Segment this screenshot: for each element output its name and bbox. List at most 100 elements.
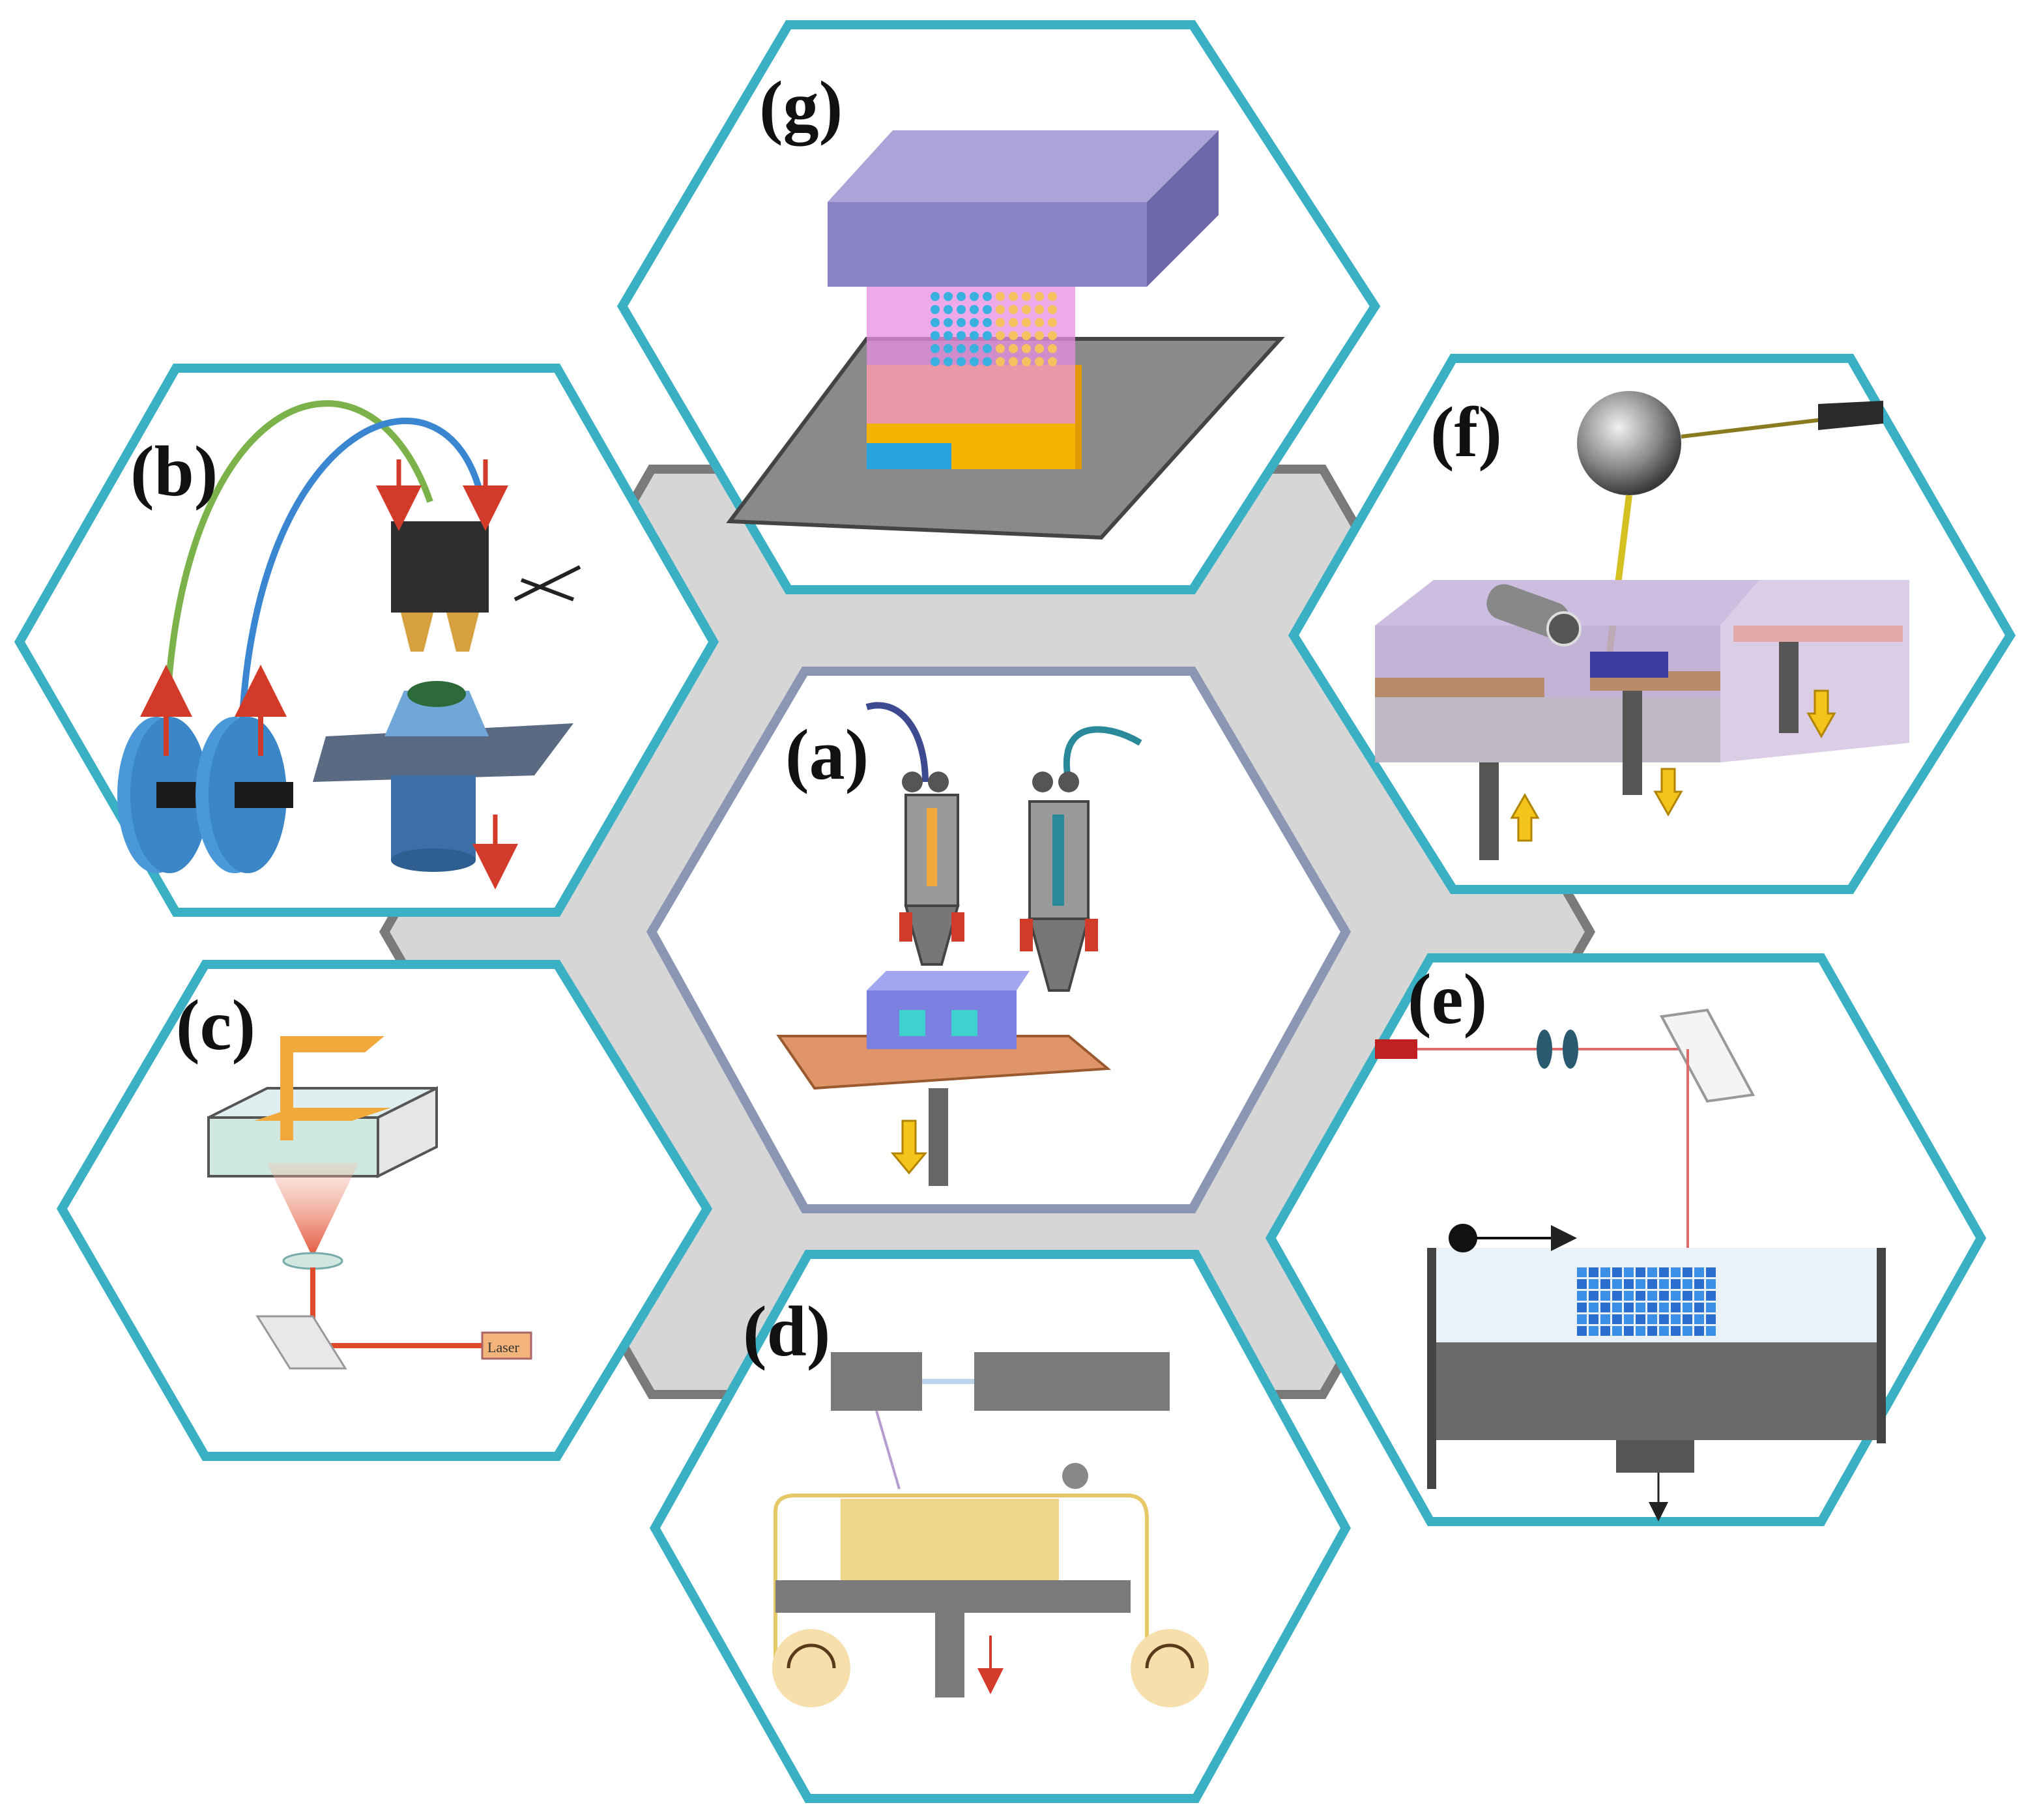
voxel [1683,1279,1692,1289]
voxel [1600,1326,1610,1336]
yellow-arrow-down-2 [1806,689,1836,739]
z-down-arrow [890,1119,928,1175]
voxel [1694,1291,1704,1301]
takeup-roller [1131,1629,1209,1707]
panel-f-label: (f) [1430,392,1502,472]
grid-dot [996,331,1005,340]
green-filament [162,400,433,783]
voxel [1706,1326,1716,1336]
voxel [1577,1279,1587,1289]
grid-dot [1035,305,1044,314]
voxel [1706,1279,1716,1289]
panel-b: (b) [14,364,719,917]
grid-dot [1048,357,1057,366]
blue-block [867,443,951,469]
z-screw [929,1088,948,1186]
voxel [1671,1303,1681,1312]
voxel [1647,1267,1657,1277]
voxel [1694,1314,1704,1324]
voxel [1612,1303,1622,1312]
grid-dot [1048,318,1057,327]
laser-cone [267,1163,358,1258]
lens [282,1252,343,1270]
grid-dot [1022,305,1031,314]
grid-dot [983,344,992,353]
supply-roller [772,1629,850,1707]
platform-d [775,1580,1131,1613]
grid-dot [1022,318,1031,327]
grid-dot [1035,292,1044,301]
lens-1 [1537,1030,1552,1069]
grid-dot [970,357,979,366]
voxel [1694,1267,1704,1277]
grid-dot [1009,344,1018,353]
build-platform [313,681,573,889]
voxel [1683,1267,1692,1277]
grid-dot [970,331,979,340]
grid-dot [1048,331,1057,340]
voxel [1694,1279,1704,1289]
voxel [1577,1314,1587,1324]
panel-e: (e) [1265,953,1987,1526]
voxel [1612,1314,1622,1324]
grid-dot [996,344,1005,353]
voxel [1706,1267,1716,1277]
voxel [1589,1279,1598,1289]
grid-dot [1048,292,1057,301]
voxel [1624,1314,1634,1324]
grid-dot [957,344,966,353]
dot-grid [931,292,1057,366]
panel-a-frame [646,667,1352,1213]
grid-dot [931,357,940,366]
yellow-arrow-up [1510,792,1540,842]
grid-dot [944,344,953,353]
voxel [1659,1303,1669,1312]
panel-c-label: (c) [176,985,255,1065]
voxel [1577,1291,1587,1301]
lens-2 [1563,1030,1578,1069]
grid-dot [970,344,979,353]
build-chamber [1427,1248,1886,1522]
voxel [1671,1291,1681,1301]
panel-d-label: (d) [743,1292,830,1371]
voxel [1589,1291,1598,1301]
voxel [1706,1314,1716,1324]
grid-dot [957,292,966,301]
grid-dot [996,305,1005,314]
grid-dot [983,305,992,314]
grid-dot [931,305,940,314]
panel-f: (f) [1288,354,2016,894]
grid-dot [1035,318,1044,327]
voxel [1659,1291,1669,1301]
voxel [1671,1267,1681,1277]
voxel [1683,1291,1692,1301]
voxel [1636,1279,1645,1289]
grid-dot [931,318,940,327]
grid-dot [1022,344,1031,353]
voxel [1671,1279,1681,1289]
voxel [1647,1279,1657,1289]
filament-spool-2 [195,717,293,873]
grid-dot [996,318,1005,327]
grid-dot [1022,331,1031,340]
grid-dot [957,305,966,314]
voxel [1612,1291,1622,1301]
panel-b-label: (b) [130,431,218,511]
scanning-mirror [1659,1008,1756,1103]
voxel [1659,1314,1669,1324]
panel-g-label: (g) [759,66,843,146]
voxel [1577,1267,1587,1277]
grid-dot [957,331,966,340]
mirror [255,1315,347,1370]
blue-filament [237,418,485,783]
grid-dot [944,357,953,366]
voxel [1612,1267,1622,1277]
powder-chambers [1375,580,1909,860]
grid-dot [983,357,992,366]
left-extruder [899,772,964,966]
resin-vat [207,1086,438,1179]
electron-gun-sphere [1577,391,1681,495]
grid-dot [1048,344,1057,353]
grid-dot [1035,344,1044,353]
